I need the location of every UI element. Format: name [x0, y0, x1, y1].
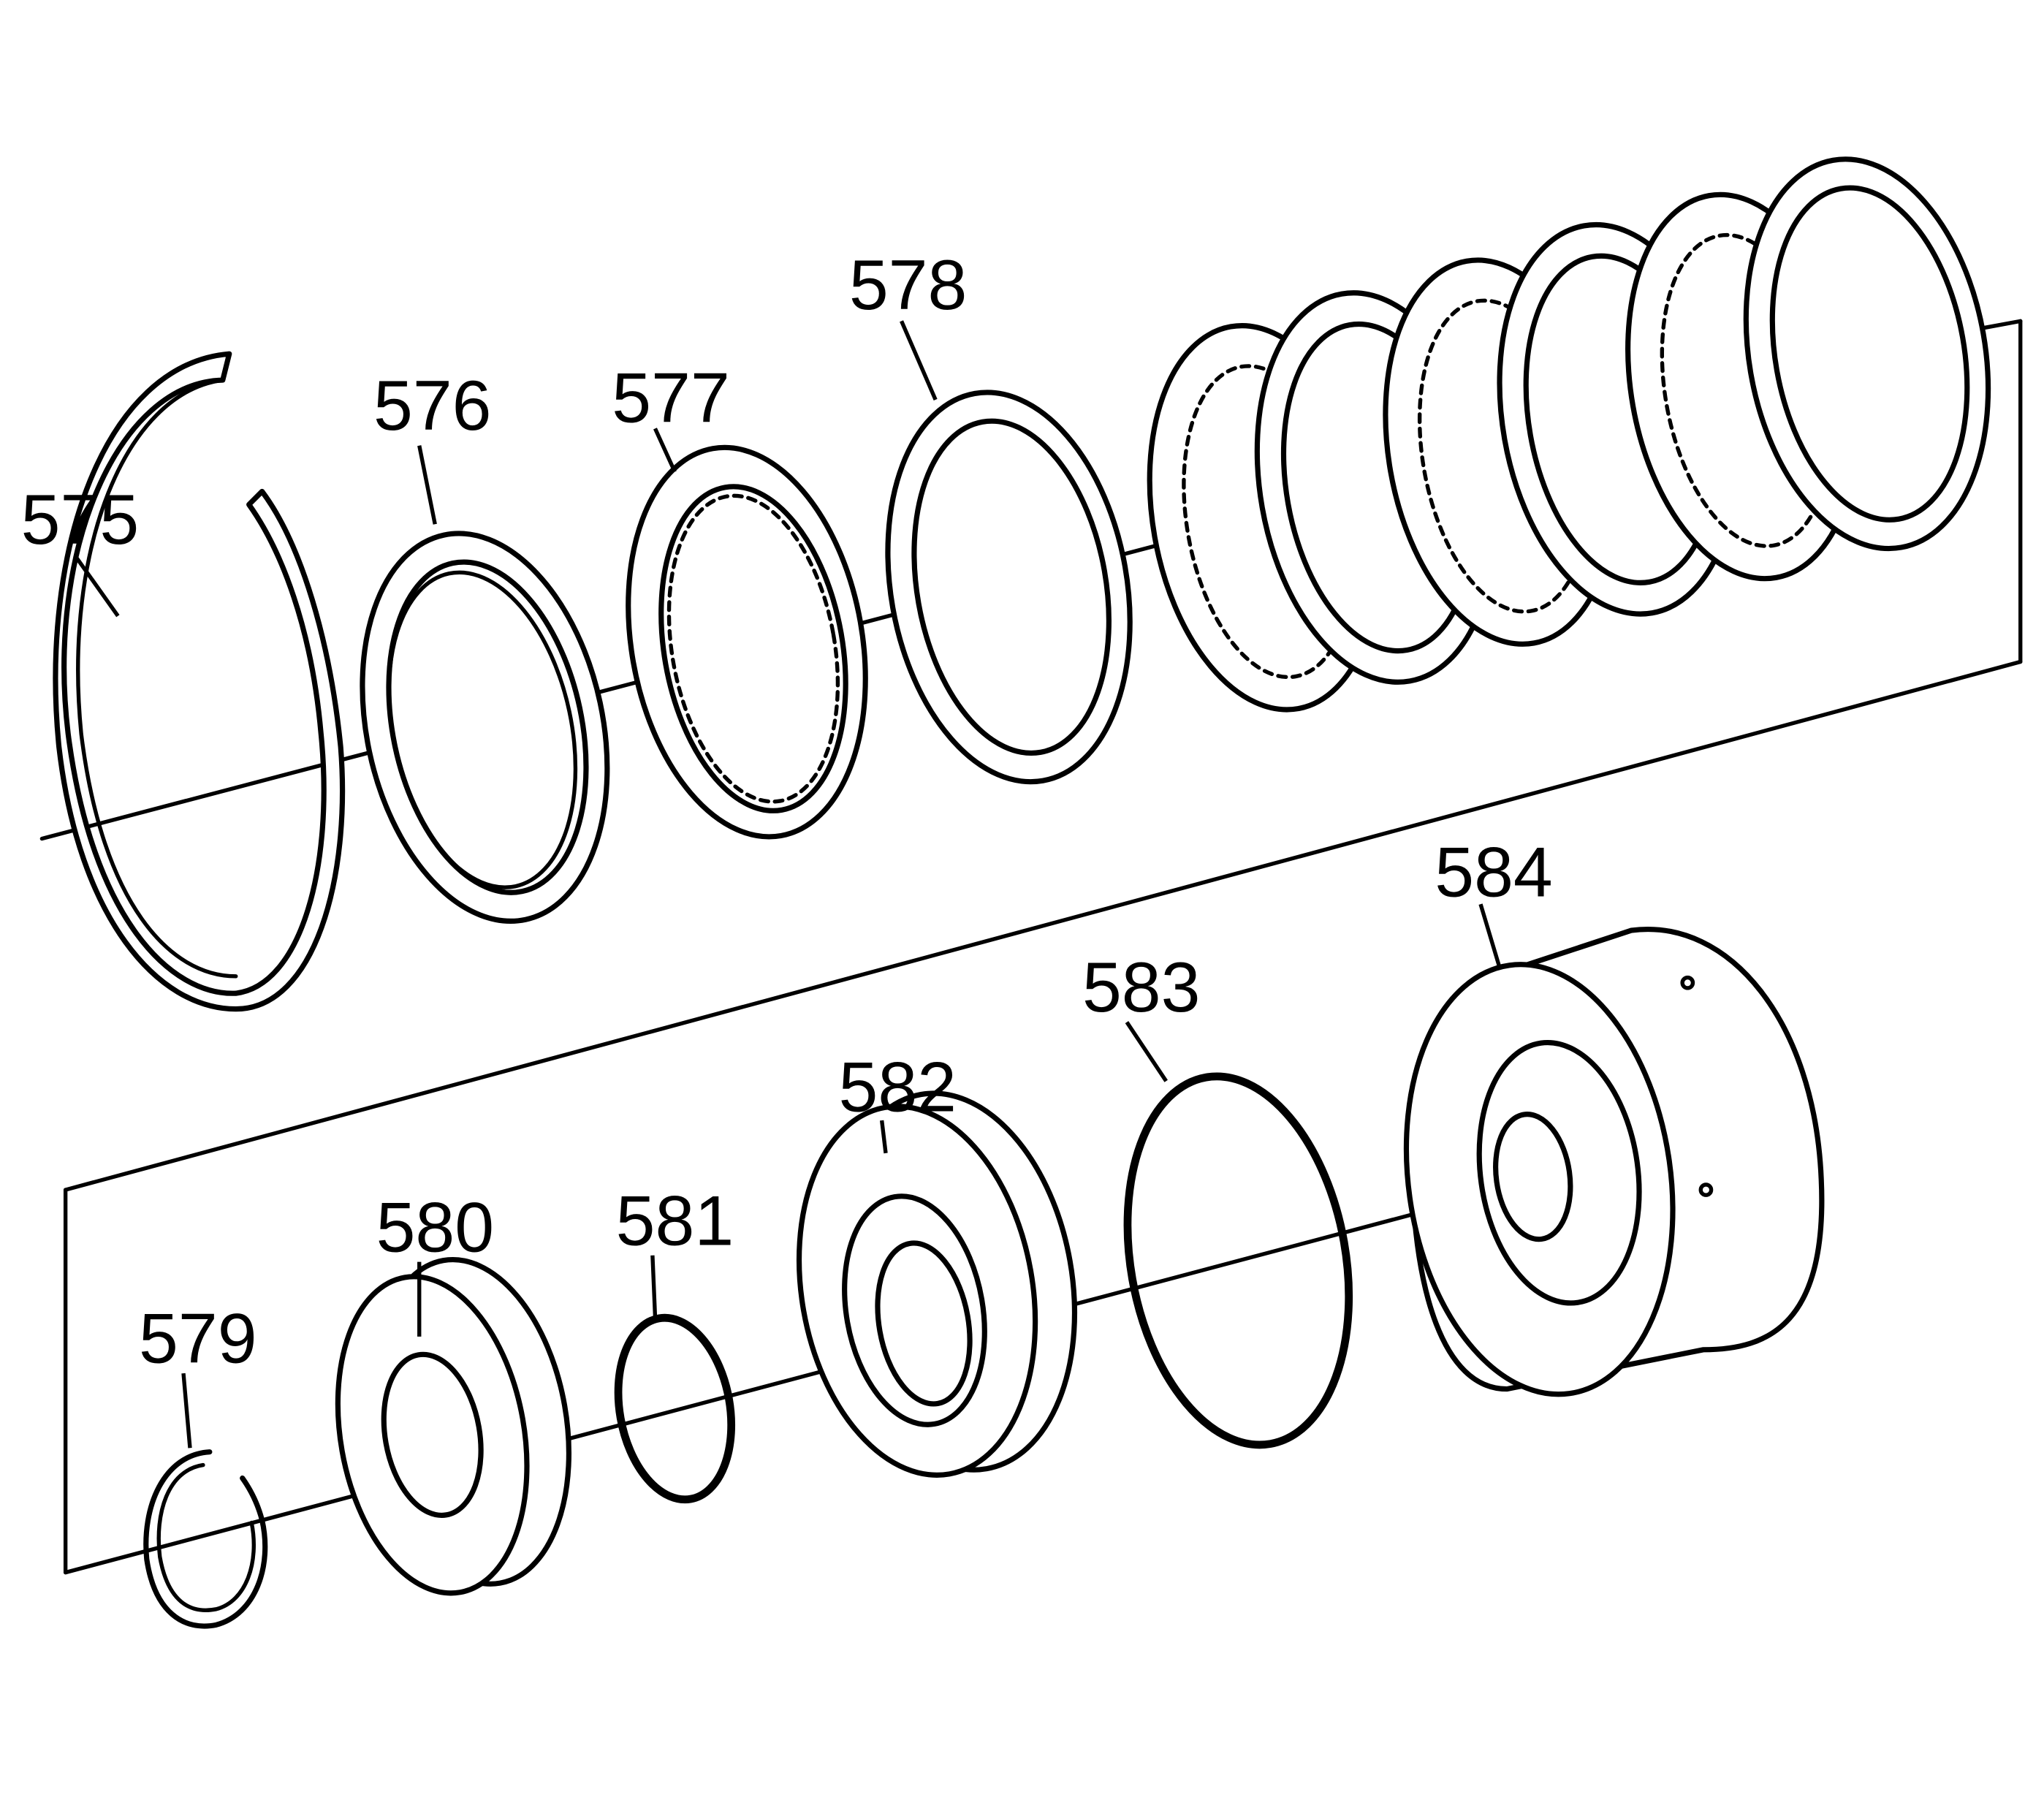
callout-576: 576: [373, 365, 492, 525]
callout-label-580: 580: [376, 1187, 495, 1267]
callout-label-584: 584: [1435, 832, 1553, 911]
callout-581: 581: [616, 1180, 734, 1318]
spring-assembly-580: [335, 1256, 572, 1596]
callout-label-577: 577: [612, 357, 730, 437]
callout-583: 583: [1082, 947, 1201, 1082]
callout-577: 577: [612, 357, 730, 473]
clutch-plate-576: [360, 531, 610, 924]
callout-label-579: 579: [139, 1299, 257, 1378]
seal-ring-581: [614, 1313, 736, 1504]
piston-582: [796, 1090, 1078, 1478]
callout-label-582: 582: [838, 1047, 957, 1126]
callout-label-575: 575: [21, 479, 140, 559]
callout-575: 575: [21, 479, 140, 618]
callout-579: 579: [139, 1299, 257, 1449]
snap-ring-575: [53, 351, 346, 1012]
callout-label-581: 581: [616, 1180, 734, 1260]
callout-578: 578: [849, 245, 968, 400]
callout-582: 582: [838, 1047, 957, 1154]
o-ring-583: [1123, 1072, 1353, 1449]
callout-580: 580: [376, 1187, 495, 1337]
callout-label-583: 583: [1082, 947, 1201, 1027]
callout-584: 584: [1435, 832, 1553, 971]
callout-label-578: 578: [849, 245, 968, 324]
clutch-plate-578: [885, 390, 1133, 785]
friction-plate-577: [626, 444, 868, 840]
clutch-pack-stack: [1147, 156, 1991, 713]
retaining-ring-579: [143, 1449, 268, 1629]
housing-584: [1403, 927, 1825, 1397]
callout-label-576: 576: [373, 365, 492, 445]
